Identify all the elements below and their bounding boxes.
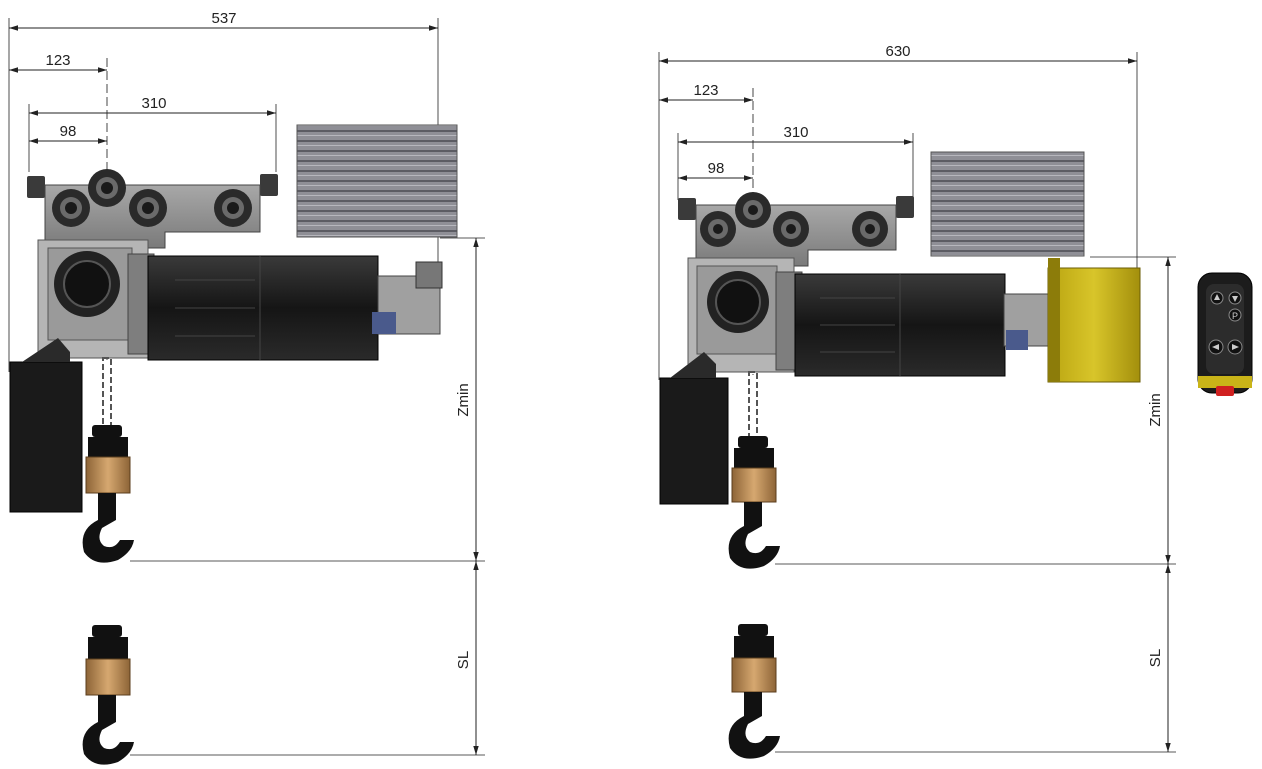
hook-block-lower: [82, 625, 134, 765]
hoist-motor: [794, 273, 1006, 377]
dim-label-hook-offset: 123: [693, 82, 718, 99]
dimension-wheel-offset-right: 98: [678, 160, 753, 181]
electrical-connector: [1003, 293, 1051, 350]
hook-block-lower: [728, 624, 780, 759]
dimension-wheel-offset-left: 98: [29, 123, 107, 144]
dim-label-wheel-offset: 98: [60, 123, 77, 140]
dim-label-wheel-offset: 98: [708, 160, 725, 177]
counterweight-bracket: [670, 352, 716, 378]
dimension-trolley-span-left: 310: [28, 95, 277, 172]
left-arrow-icon[interactable]: [1208, 339, 1224, 355]
load-chain: [102, 357, 112, 429]
cooling-fin-block: [296, 124, 458, 238]
dim-label-trolley-span: 310: [783, 124, 808, 141]
trolley-wheel: [129, 189, 167, 227]
gearbox: [687, 257, 803, 373]
counterweight-bracket: [22, 338, 70, 362]
dim-label-zmin: Zmin: [455, 383, 472, 416]
trolley-wheel: [88, 169, 126, 207]
hoist-motor: [147, 255, 379, 361]
dimension-hook-offset-right: 123: [659, 82, 753, 103]
right-hoist-view: 630 123 310 98: [658, 43, 1253, 759]
counterweight-box: [9, 361, 83, 513]
trolley-wheel: [852, 211, 888, 247]
dimension-trolley-span-right: 310: [677, 124, 914, 200]
pendant-remote: P: [1197, 272, 1253, 396]
dim-label-zmin: Zmin: [1147, 393, 1164, 426]
dim-label-hook-offset: 123: [45, 52, 70, 69]
dim-label-trolley-span: 310: [141, 95, 166, 112]
dim-label-sl: SL: [1147, 649, 1164, 667]
dimension-zmin-right: Zmin: [775, 256, 1176, 565]
dim-label-overall-width: 537: [211, 10, 236, 27]
dimension-hook-offset-left: 123: [9, 52, 107, 73]
trolley-wheel: [214, 189, 252, 227]
counterweight-box: [659, 377, 729, 505]
cooling-fin-block: [930, 151, 1085, 257]
dimension-sl-right: SL: [775, 564, 1176, 753]
down-arrow-icon[interactable]: [1228, 291, 1242, 305]
dim-label-sl: SL: [455, 651, 472, 669]
dim-label-overall-width: 630: [885, 43, 910, 60]
trolley-assembly: [27, 169, 278, 249]
load-chain: [748, 371, 758, 439]
trolley-wheel: [700, 211, 736, 247]
trolley-wheel: [735, 192, 771, 228]
electrical-connector: [372, 261, 443, 335]
left-hoist-view: 537 123 310 98: [8, 10, 485, 765]
dimension-zmin-left: Zmin: [130, 237, 485, 562]
up-arrow-icon[interactable]: [1210, 291, 1224, 305]
trolley-assembly: [678, 192, 914, 267]
dimension-overall-width-right: 630: [658, 43, 1138, 380]
trolley-wheel: [773, 211, 809, 247]
p-button-icon[interactable]: P: [1228, 308, 1242, 322]
dimension-sl-left: SL: [130, 561, 485, 756]
svg-text:P: P: [1232, 311, 1238, 321]
dimension-overall-width-left: 537: [8, 10, 439, 372]
hook-block-upper: [728, 436, 780, 569]
emergency-stop-button[interactable]: [1216, 386, 1234, 396]
control-box: [1047, 258, 1141, 383]
hook-block-upper: [82, 425, 134, 563]
right-arrow-icon[interactable]: [1227, 339, 1243, 355]
trolley-wheel: [52, 189, 90, 227]
